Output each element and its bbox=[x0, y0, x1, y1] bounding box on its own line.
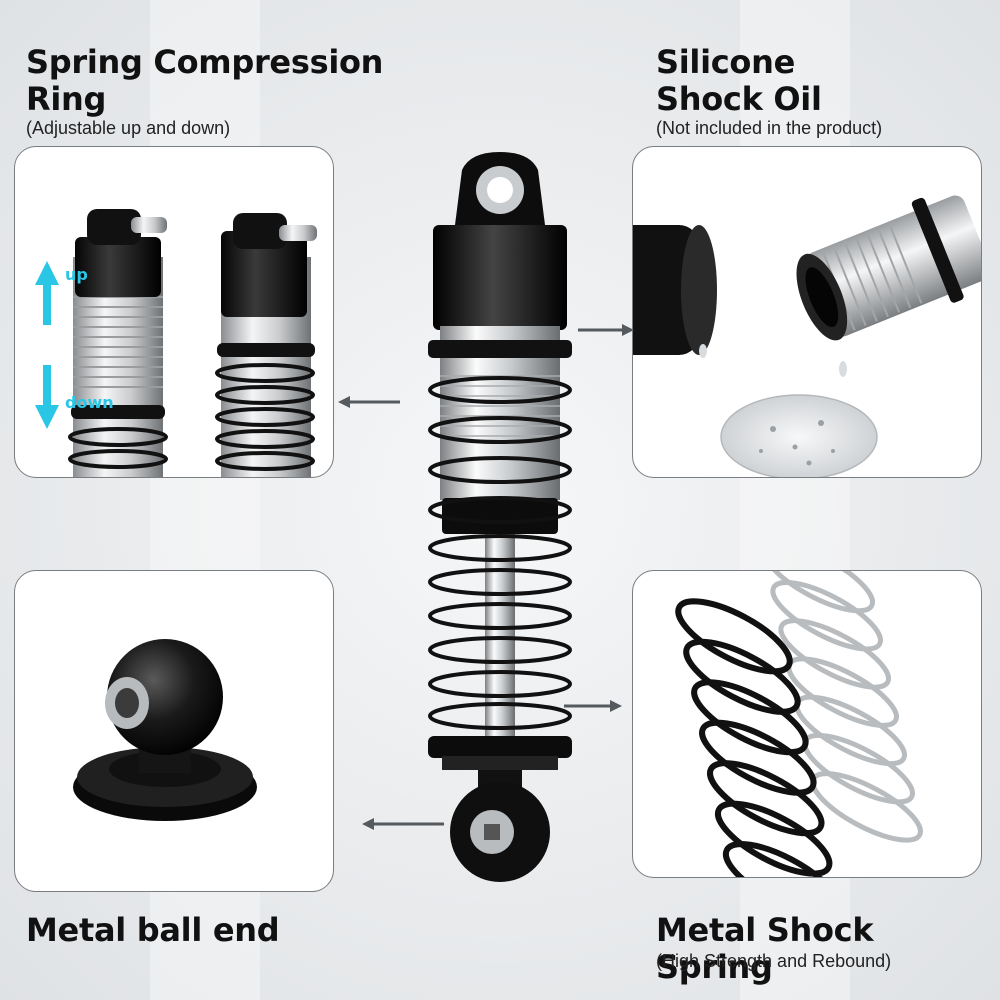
adjust-arrows bbox=[35, 261, 59, 429]
spring-compression-ring-subtitle: (Adjustable up and down) bbox=[26, 118, 231, 138]
arrow-to-shock-oil bbox=[578, 324, 634, 336]
metal-shock-spring-image bbox=[632, 570, 982, 878]
silicone-shock-oil-subtitle: (Not included in the product) bbox=[656, 118, 883, 138]
metal-shock-spring-title: Metal Shock Spring bbox=[656, 911, 874, 986]
silicone-shock-oil-image bbox=[632, 146, 982, 478]
spring-compression-ring-title: Spring Compression Ring bbox=[26, 43, 384, 118]
metal-ball-end-image bbox=[14, 570, 334, 892]
down-label: down bbox=[65, 393, 114, 412]
metal-ball-end-title: Metal ball end bbox=[26, 911, 280, 949]
silicone-shock-oil-title: Silicone Shock Oil bbox=[656, 43, 822, 118]
shock-right bbox=[215, 213, 317, 477]
shock-left bbox=[68, 209, 168, 477]
arrow-to-ball-end bbox=[362, 818, 444, 830]
shock-absorber-center bbox=[428, 152, 572, 882]
arrow-to-compression-ring bbox=[338, 396, 400, 408]
metal-shock-spring-subtitle: (High Strength and Rebound) bbox=[656, 951, 892, 971]
up-label: up bbox=[65, 265, 88, 284]
spring-compression-ring-image: up down bbox=[14, 146, 334, 478]
arrow-to-shock-spring bbox=[564, 700, 622, 712]
